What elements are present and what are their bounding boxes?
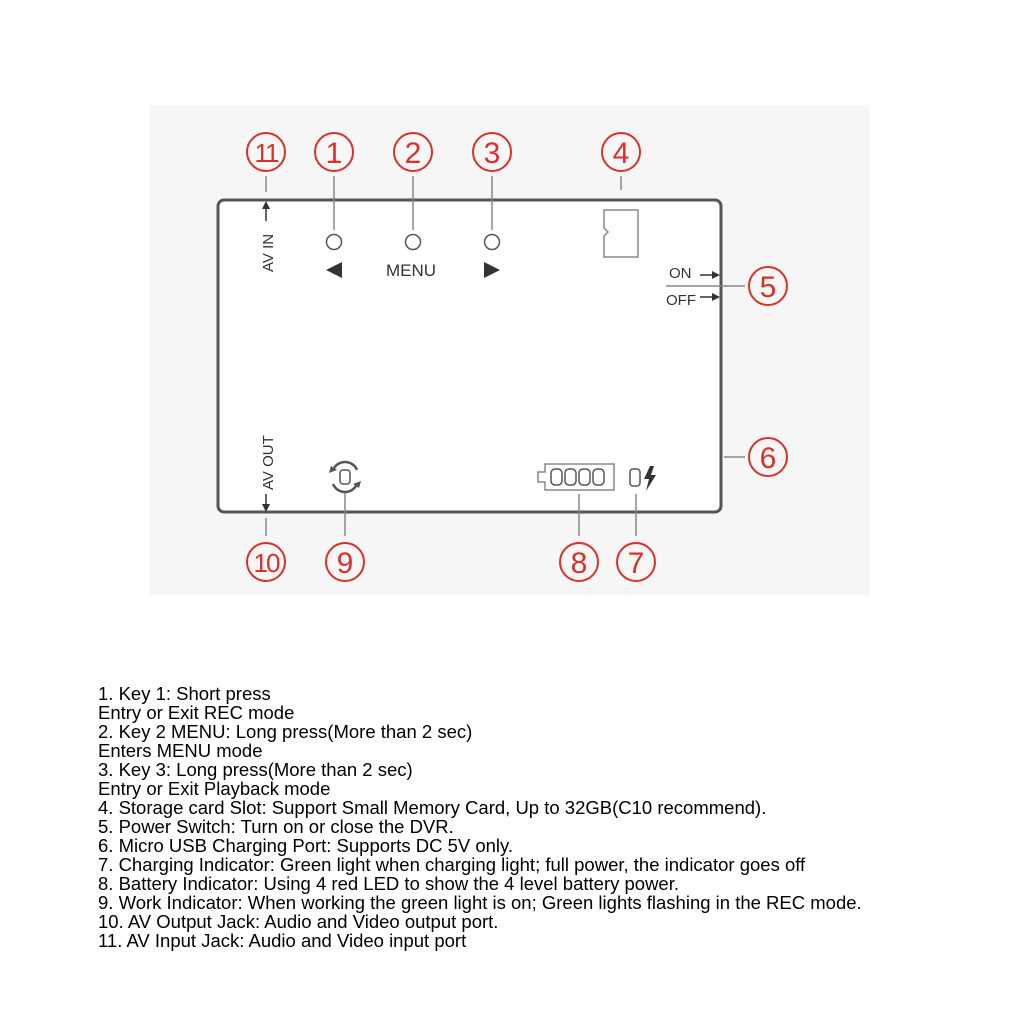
svg-text:9: 9 [337,547,354,580]
left-arrow-icon [326,262,342,278]
svg-text:4: 4 [613,137,630,170]
callout-9: 9 [325,542,365,582]
svg-text:2: 2 [405,137,422,170]
charging-indicator-led [629,468,641,487]
legend-line: 8. Battery Indicator: Using 4 red LED to… [98,873,679,894]
device-diagram: 1 2 3 4 5 6 7 8 9 10 11 [216,132,788,582]
av-in-label: AV IN [260,234,277,272]
legend-line: 10. AV Output Jack: Audio and Video outp… [98,911,499,932]
svg-text:10: 10 [254,548,280,578]
key-3-button[interactable] [483,233,501,251]
legend: 1. Key 1: Short press Entry or Exit REC … [98,684,998,950]
legend-line: 6. Micro USB Charging Port: Supports DC … [98,835,514,856]
legend-line: 3. Key 3: Long press(More than 2 sec) [98,759,413,780]
legend-line: Entry or Exit REC mode [98,702,295,723]
legend-line: 1. Key 1: Short press [98,683,271,704]
callout-7: 7 [616,542,656,582]
key-1-button[interactable] [325,233,343,251]
callout-1: 1 [314,132,354,172]
on-arrow-icon [700,271,720,279]
off-arrow-icon [700,293,720,301]
svg-text:1: 1 [326,137,343,170]
legend-line: 9. Work Indicator: When working the gree… [98,892,862,913]
svg-text:3: 3 [484,137,501,170]
device-body [216,198,723,514]
svg-text:5: 5 [760,271,777,304]
key-2-menu-button[interactable] [404,233,422,251]
callout-11: 11 [246,132,286,172]
svg-text:6: 6 [760,442,777,475]
svg-text:7: 7 [628,547,645,580]
callout-5: 5 [748,266,788,306]
sd-card-icon [603,209,639,258]
svg-text:8: 8 [571,547,588,580]
legend-line: Enters MENU mode [98,740,263,761]
right-arrow-icon [484,262,500,278]
callout-8: 8 [559,542,599,582]
callout-6: 6 [748,437,788,477]
callout-4: 4 [601,132,641,172]
menu-label: MENU [386,261,436,280]
legend-line: Entry or Exit Playback mode [98,778,331,799]
av-in-jack[interactable]: AV IN [260,201,277,272]
battery-icon [537,463,615,491]
legend-line: 5. Power Switch: Turn on or close the DV… [98,816,454,837]
legend-line: 4. Storage card Slot: Support Small Memo… [98,797,767,818]
legend-line: 7. Charging Indicator: Green light when … [98,854,806,875]
av-out-jack[interactable]: AV OUT [260,435,277,512]
legend-line: 2. Key 2 MENU: Long press(More than 2 se… [98,721,473,742]
av-out-label: AV OUT [260,435,277,490]
off-label: OFF [666,292,696,309]
svg-text:11: 11 [255,138,280,168]
on-label: ON [669,265,692,282]
callout-10: 10 [246,542,286,582]
leader-lines [265,176,745,536]
lightning-icon [644,466,656,491]
callout-3: 3 [472,132,512,172]
legend-line: 11. AV Input Jack: Audio and Video input… [98,930,467,951]
callout-2: 2 [393,132,433,172]
rotate-icon [329,460,361,494]
